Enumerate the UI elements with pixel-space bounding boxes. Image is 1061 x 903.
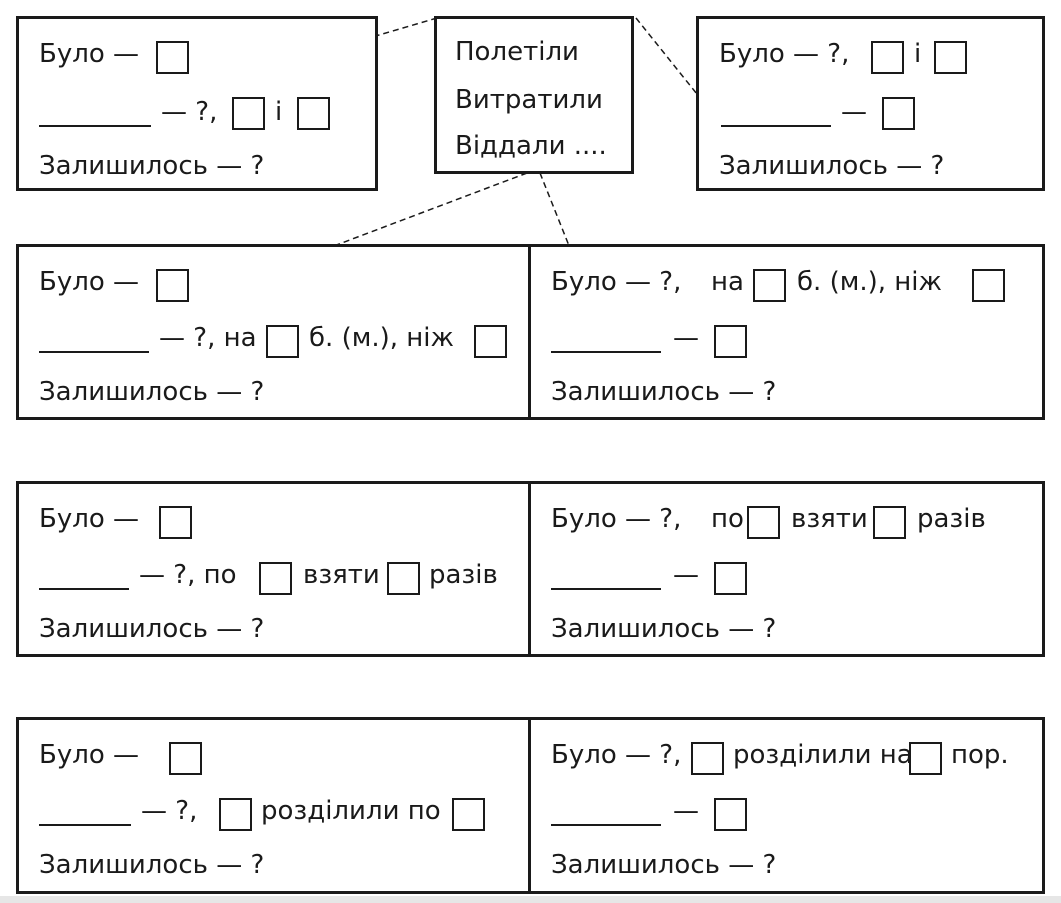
center-line-1: Полетіли <box>455 37 579 67</box>
answer-box[interactable] <box>714 798 747 831</box>
text-dash: — <box>673 323 699 353</box>
answer-box[interactable] <box>452 798 485 831</box>
text-b-m-nizh: б. (м.), ніж <box>309 323 454 353</box>
text-bulo: Було — <box>39 39 140 69</box>
answer-box[interactable] <box>474 325 507 358</box>
answer-box[interactable] <box>909 742 942 775</box>
answer-box[interactable] <box>156 41 189 74</box>
panel-row3-right: Було — ?, по взяти разів — Залишилось — … <box>528 481 1045 657</box>
panel-row4-right: Було — ?, розділили на пор. — Залишилось… <box>528 717 1045 894</box>
center-box: Полетіли Витратили Віддали .... <box>434 16 634 174</box>
text-zalyshylos: Залишилось — ? <box>719 151 945 181</box>
answer-box[interactable] <box>972 269 1005 302</box>
text-por: пор. <box>951 740 1009 770</box>
center-line-2: Витратили <box>455 85 603 115</box>
answer-box[interactable] <box>297 97 330 130</box>
panel-row4-left: Було — — ?, розділили по Залишилось — ? <box>16 717 532 894</box>
blank-line[interactable] <box>551 588 661 590</box>
blank-line[interactable] <box>551 824 661 826</box>
answer-box[interactable] <box>691 742 724 775</box>
text-zalyshylos: Залишилось — ? <box>39 151 265 181</box>
answer-box[interactable] <box>873 506 906 539</box>
text-bulo-q: Було — ?, <box>551 504 682 534</box>
blank-line[interactable] <box>39 351 149 353</box>
text-q-comma: — ?, <box>141 796 198 826</box>
text-zalyshylos: Залишилось — ? <box>39 614 265 644</box>
answer-box[interactable] <box>747 506 780 539</box>
text-dash: — <box>841 97 867 127</box>
panel-row2-right: Було — ?, на б. (м.), ніж — Залишилось —… <box>528 244 1045 420</box>
text-bulo-q: Було — ?, <box>551 740 682 770</box>
answer-box[interactable] <box>882 97 915 130</box>
answer-box[interactable] <box>753 269 786 302</box>
blank-line[interactable] <box>721 125 831 127</box>
panel-row2-left: Було — — ?, на б. (м.), ніж Залишилось —… <box>16 244 532 420</box>
text-q-na: — ?, на <box>159 323 257 353</box>
text-zalyshylos: Залишилось — ? <box>551 614 777 644</box>
text-zalyshylos: Залишилось — ? <box>39 850 265 880</box>
answer-box[interactable] <box>159 506 192 539</box>
text-zalyshylos: Залишилось — ? <box>39 377 265 407</box>
panel-top-left: Було — — ?, і Залишилось — ? <box>16 16 378 191</box>
answer-box[interactable] <box>259 562 292 595</box>
text-i: і <box>914 39 922 69</box>
text-dash: — <box>673 560 699 590</box>
answer-box[interactable] <box>387 562 420 595</box>
blank-line[interactable] <box>39 125 151 127</box>
text-raziv: разів <box>429 560 498 590</box>
answer-box[interactable] <box>714 562 747 595</box>
text-bulo-q: Було — ?, <box>551 267 682 297</box>
blank-line[interactable] <box>551 351 661 353</box>
center-line-3: Віддали .... <box>455 131 607 161</box>
text-b-m-nizh: б. (м.), ніж <box>797 267 942 297</box>
panel-row3-left: Було — — ?, по взяти разів Залишилось — … <box>16 481 532 657</box>
text-dash: — <box>673 796 699 826</box>
text-raziv: разів <box>917 504 986 534</box>
text-i: і <box>275 97 283 127</box>
text-q-po: — ?, по <box>139 560 237 590</box>
bottom-rule <box>0 896 1061 903</box>
answer-box[interactable] <box>714 325 747 358</box>
text-q-comma: — ?, <box>161 97 218 127</box>
text-zalyshylos: Залишилось — ? <box>551 850 777 880</box>
text-vziaty: взяти <box>791 504 868 534</box>
answer-box[interactable] <box>266 325 299 358</box>
text-bulo-q: Було — ?, <box>719 39 850 69</box>
answer-box[interactable] <box>871 41 904 74</box>
answer-box[interactable] <box>232 97 265 130</box>
text-na: на <box>711 267 744 297</box>
text-bulo: Було — <box>39 267 140 297</box>
text-rozdilyly-po: розділили по <box>261 796 441 826</box>
text-po: по <box>711 504 744 534</box>
blank-line[interactable] <box>39 824 131 826</box>
panel-top-right: Було — ?, і — Залишилось — ? <box>696 16 1045 191</box>
text-bulo: Було — <box>39 740 140 770</box>
text-bulo: Було — <box>39 504 140 534</box>
answer-box[interactable] <box>934 41 967 74</box>
blank-line[interactable] <box>39 588 129 590</box>
answer-box[interactable] <box>156 269 189 302</box>
text-vziaty: взяти <box>303 560 380 590</box>
text-rozdilyly-na: розділили на <box>733 740 913 770</box>
answer-box[interactable] <box>169 742 202 775</box>
text-zalyshylos: Залишилось — ? <box>551 377 777 407</box>
answer-box[interactable] <box>219 798 252 831</box>
